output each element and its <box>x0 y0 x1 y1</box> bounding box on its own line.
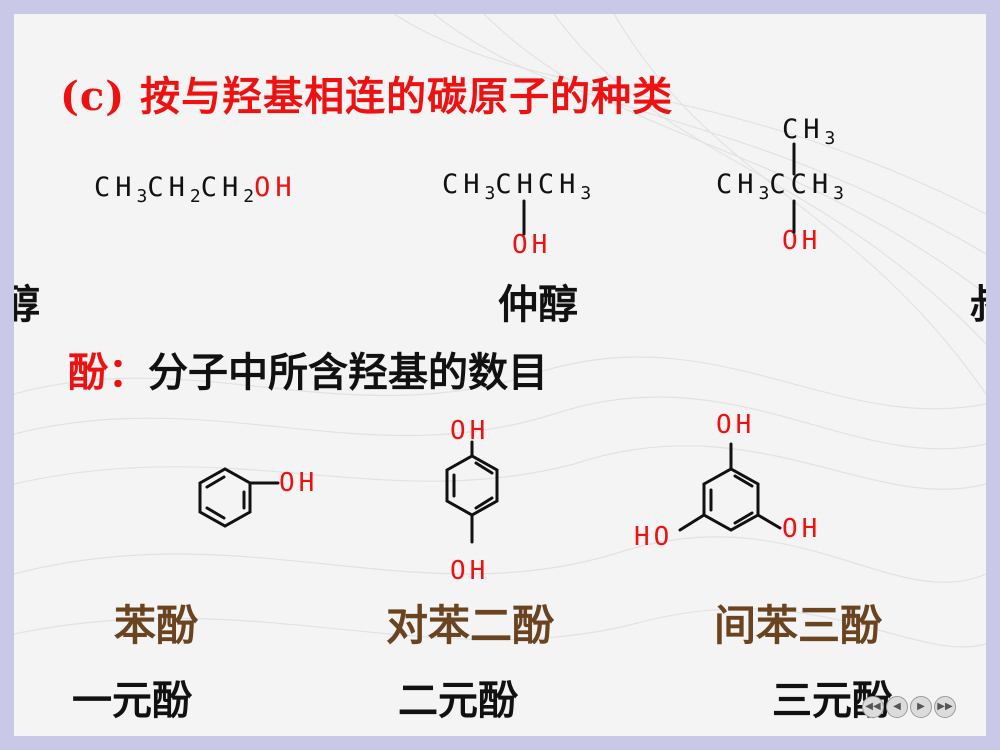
phloroglucinol-left-oh-bond <box>678 513 706 532</box>
slide: (c) 按与羟基相连的碳原子的种类 CH3CH2CH2OH CH3CHCH3 O… <box>14 14 986 736</box>
tertiary-hydroxyl-label: OH <box>782 226 822 256</box>
formula-subscript: 3 <box>580 183 592 204</box>
phenol-heading-prefix: 酚： <box>68 350 148 396</box>
dihydric-phenol-label: 二元酚 <box>398 678 518 724</box>
phloroglucinol-right-oh-bond <box>756 513 782 530</box>
formula-subscript: 3 <box>758 183 770 204</box>
formula-subscript: 2 <box>189 186 201 207</box>
formula-text: CH <box>200 172 244 203</box>
phloroglucinol-right-hydroxyl-label: OH <box>782 514 822 544</box>
monohydric-phenol-label: 一元酚 <box>72 678 192 724</box>
hydroquinone-bottom-hydroxyl-label: OH <box>450 556 490 586</box>
formula-text: CH <box>147 172 190 203</box>
phloroglucinol-name: 间苯三酚 <box>714 601 883 650</box>
phloroglucinol-double-bond <box>733 474 754 488</box>
formula-text: CHCH <box>495 169 581 200</box>
hydroquinone-double-bond <box>474 496 494 510</box>
nav-first-button[interactable]: ◀◀ <box>862 696 884 718</box>
phenol-double-bond <box>205 475 226 489</box>
phenol-heading-text: 分子中所含羟基的数目 <box>148 350 548 396</box>
hydroxyl-label: OH <box>254 172 297 203</box>
background-wave-lines <box>14 14 986 648</box>
tertiary-alcohol-formula: CH3CCH3 <box>716 169 844 204</box>
secondary-alcohol-formula: CH3CHCH3 <box>442 169 591 204</box>
phenol-hydroxyl-label: OH <box>279 468 319 498</box>
page-title: (c) 按与羟基相连的碳原子的种类 <box>60 73 674 120</box>
phenol-name: 苯酚 <box>114 601 199 650</box>
formula-text: CCH <box>769 169 834 200</box>
formula-text: CH <box>716 169 759 200</box>
formula-text: CH <box>782 114 825 145</box>
hydroquinone-name: 对苯二酚 <box>386 601 555 650</box>
formula-text: CH <box>94 172 137 203</box>
hydroquinone-double-bond <box>474 461 494 475</box>
secondary-hydroxyl-label: OH <box>512 230 552 260</box>
nav-last-button[interactable]: ▶▶ <box>934 696 956 718</box>
tertiary-top-methyl: CH3 <box>782 114 835 149</box>
phloroglucinol-double-bond <box>733 511 754 525</box>
phenol-benzene-ring <box>198 467 252 528</box>
hydroquinone-top-hydroxyl-label: OH <box>450 416 490 446</box>
nav-next-button[interactable]: ▶ <box>910 696 932 718</box>
phloroglucinol-top-hydroxyl-label: OH <box>716 410 756 440</box>
formula-subscript: 3 <box>136 186 148 207</box>
formula-subscript: 3 <box>484 183 496 204</box>
primary-alcohol-formula: CH3CH2CH2OH <box>94 172 297 207</box>
phenol-heading: 酚：分子中所含羟基的数目 <box>68 340 548 398</box>
phloroglucinol-left-hydroxyl-label: HO <box>634 522 674 552</box>
structure-drawings <box>198 142 796 544</box>
formula-subscript: 2 <box>243 186 255 207</box>
primary-alcohol-label-partial: 醇 <box>14 282 40 328</box>
nav-prev-button[interactable]: ◀ <box>886 696 908 718</box>
secondary-alcohol-label: 仲醇 <box>498 282 578 328</box>
tertiary-alcohol-label-partial: 叔 <box>970 272 986 330</box>
formula-subscript: 3 <box>833 183 844 204</box>
formula-text: CH <box>442 169 485 200</box>
formula-subscript: 3 <box>824 128 836 149</box>
phenol-double-bond <box>205 506 226 520</box>
